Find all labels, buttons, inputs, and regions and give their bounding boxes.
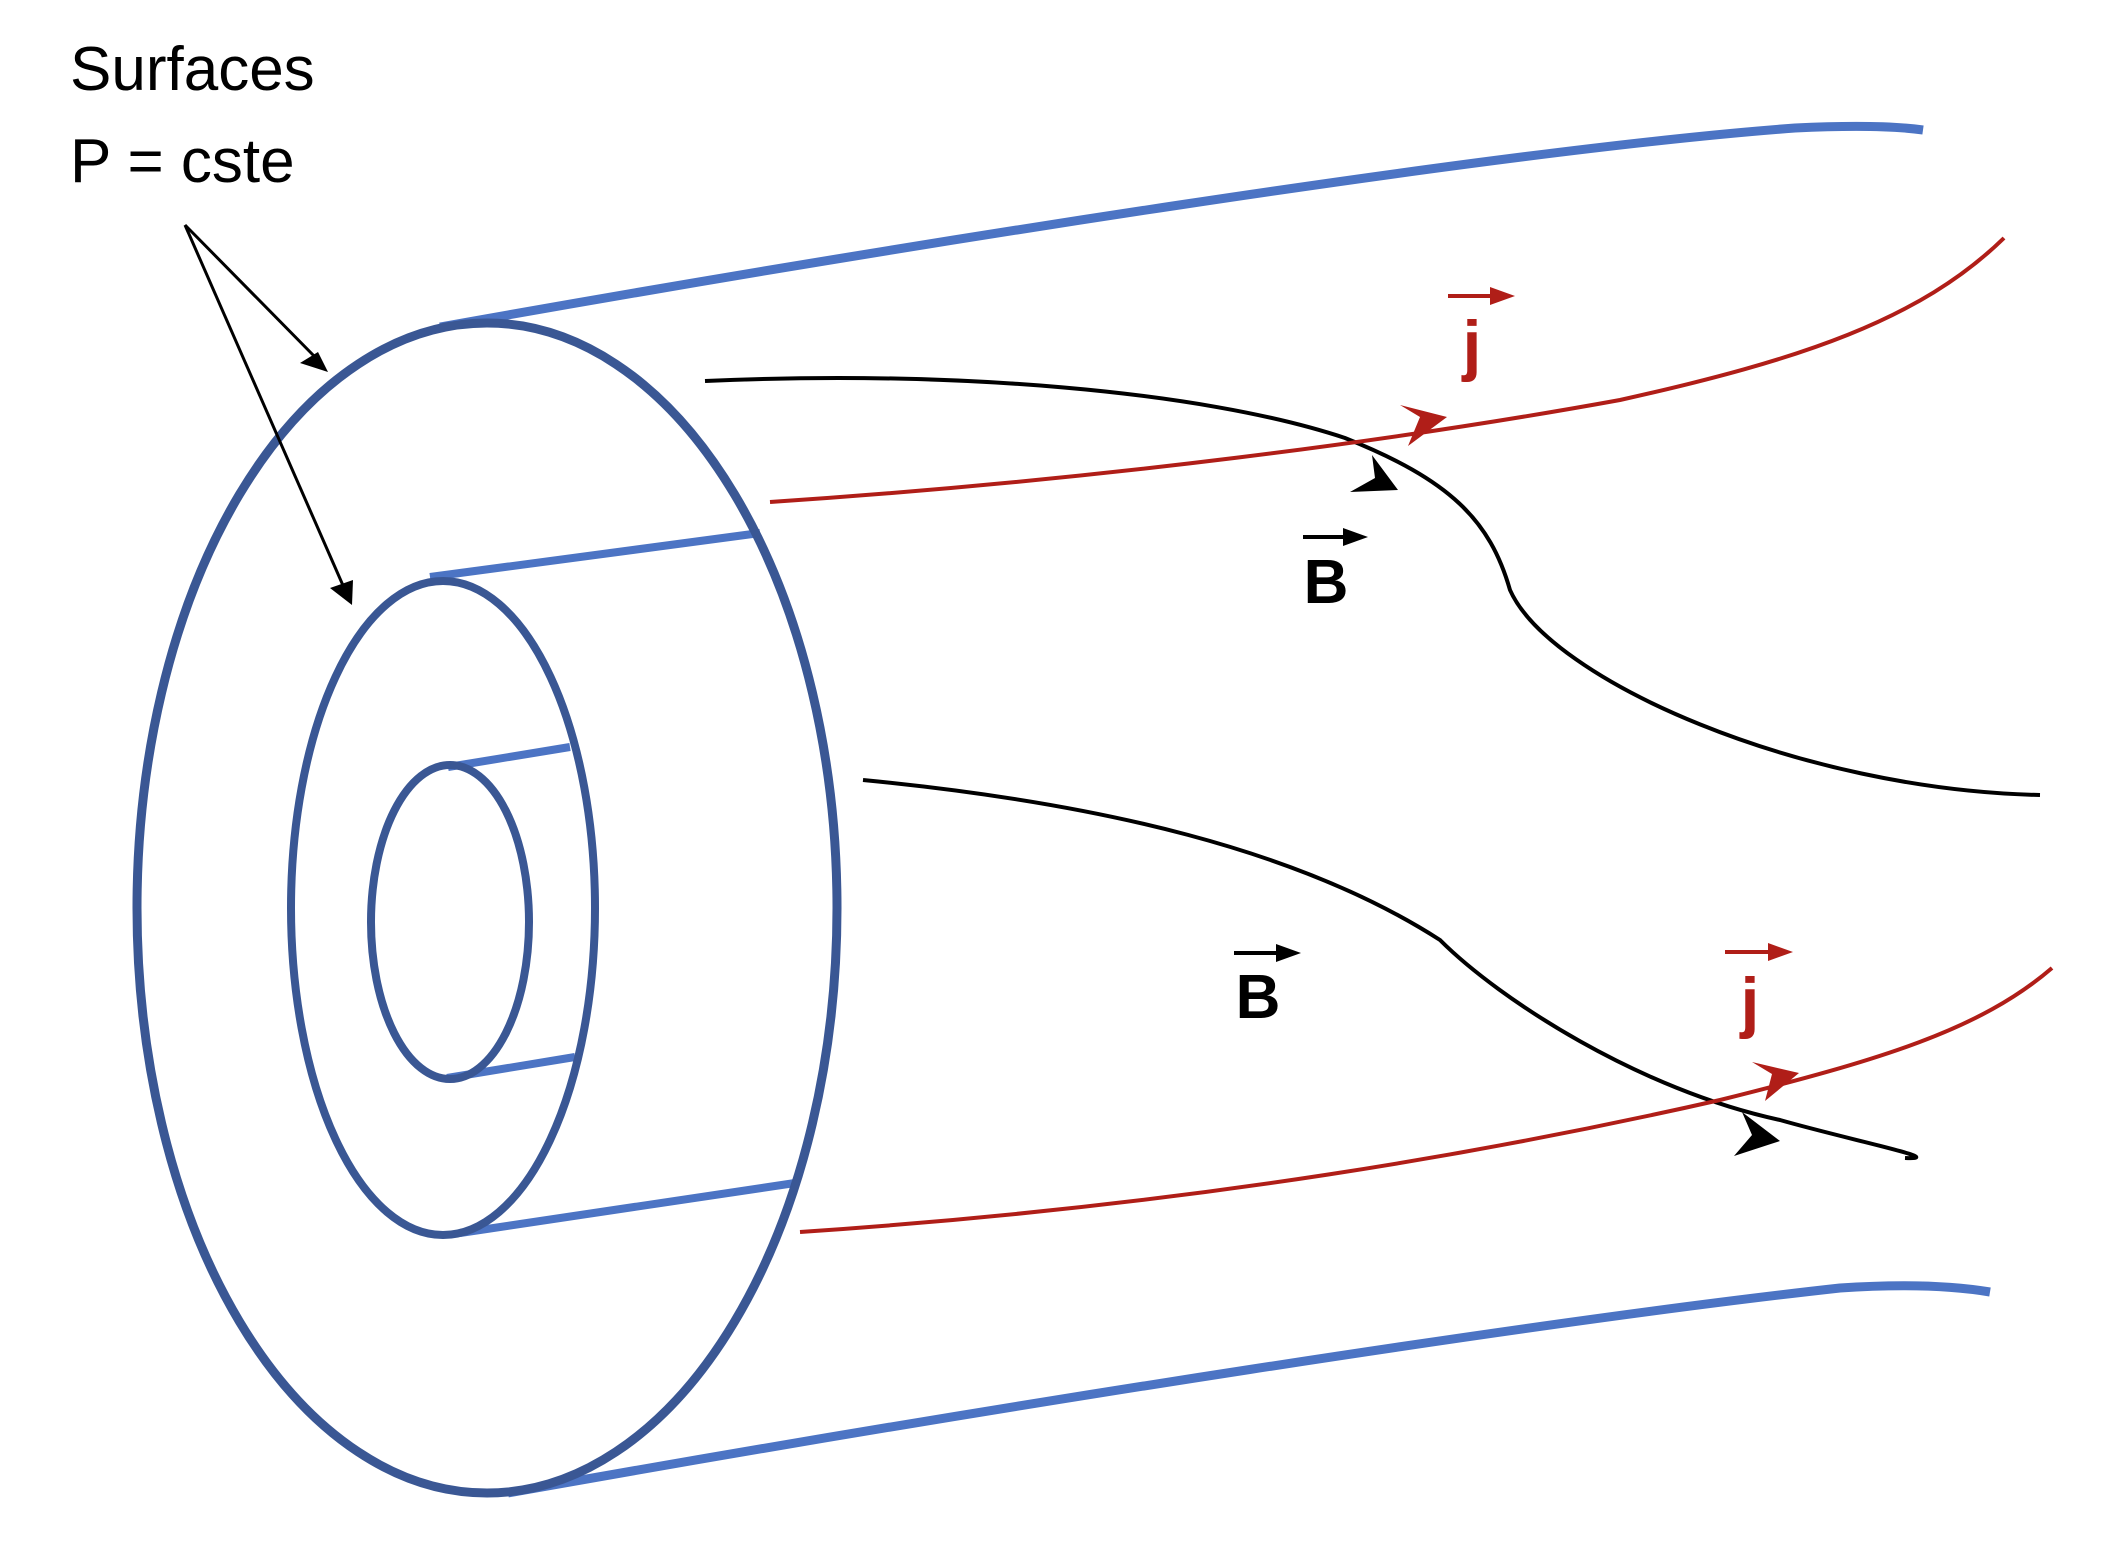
j-lower-overline-head [1768, 943, 1793, 961]
pointer-arrow-outer [183, 223, 320, 362]
j-lower-symbol: j [1739, 964, 1760, 1040]
middle-surface-bottom-line [459, 1179, 796, 1237]
vector-label-j-lower: j [1725, 943, 1793, 1040]
current-line-lower-arrowhead [1752, 1062, 1799, 1101]
pointer-arrows [183, 223, 353, 605]
inner-surface-top-line [447, 743, 571, 771]
b-lower-overline-head [1276, 944, 1301, 962]
caption-line-2: P = cste [70, 127, 295, 196]
vector-label-j-upper: j [1448, 287, 1515, 383]
inner-surface-ellipse [367, 761, 533, 1083]
j-upper-overline-head [1490, 287, 1515, 305]
field-line-lower [862, 778, 1918, 1161]
current-line-upper [769, 236, 2006, 504]
j-upper-symbol: j [1461, 307, 1482, 383]
outer-surface-ellipse [132, 318, 842, 1498]
vector-label-b-lower: B [1234, 944, 1301, 1032]
current-line-lower [799, 966, 2054, 1234]
current-line-upper-arrowhead [1400, 405, 1447, 446]
field-line-upper-arrowhead [1350, 455, 1398, 492]
pointer-arrowhead-inner [330, 580, 353, 605]
b-upper-symbol: B [1304, 548, 1349, 617]
pointer-arrow-inner [183, 224, 347, 591]
pointer-arrowhead-outer [300, 352, 328, 372]
b-upper-overline-head [1343, 528, 1368, 546]
outer-surface-bottom-line [507, 1281, 1991, 1498]
vector-label-b-upper: B [1303, 528, 1368, 617]
middle-surface-top-line [429, 529, 761, 581]
b-lower-symbol: B [1236, 963, 1281, 1032]
outer-surface-top-line [439, 121, 1924, 332]
middle-surface-ellipse [287, 577, 599, 1239]
field-line-upper [704, 376, 2041, 797]
caption-line-1: Surfaces [70, 35, 315, 104]
field-line-lower-arrowhead [1734, 1112, 1780, 1156]
